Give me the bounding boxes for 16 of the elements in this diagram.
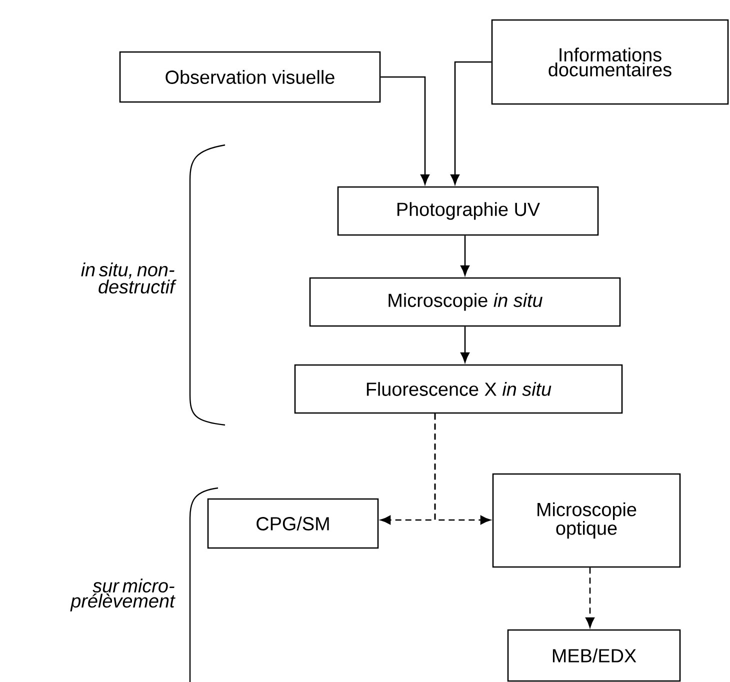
process-box: CPG/SM — [207, 498, 379, 549]
process-box: Microscopie optique — [492, 473, 681, 568]
arrow — [586, 568, 594, 628]
process-box: Photographie UV — [337, 186, 599, 236]
process-box: MEB/EDX — [507, 629, 681, 682]
process-box: Fluorescence X in situ — [294, 364, 623, 414]
process-box: Informations documentaires — [491, 19, 729, 105]
process-box: Microscopie in situ — [309, 277, 621, 327]
arrow — [460, 326, 470, 363]
process-box: Observation visuelle — [119, 51, 381, 103]
arrow — [460, 236, 470, 276]
side-label: sur micro-prélèvement — [70, 578, 176, 612]
side-label: in situ, non-destructif — [81, 262, 176, 294]
arrow — [434, 414, 491, 524]
arrow — [450, 61, 492, 185]
arrow — [380, 76, 430, 185]
